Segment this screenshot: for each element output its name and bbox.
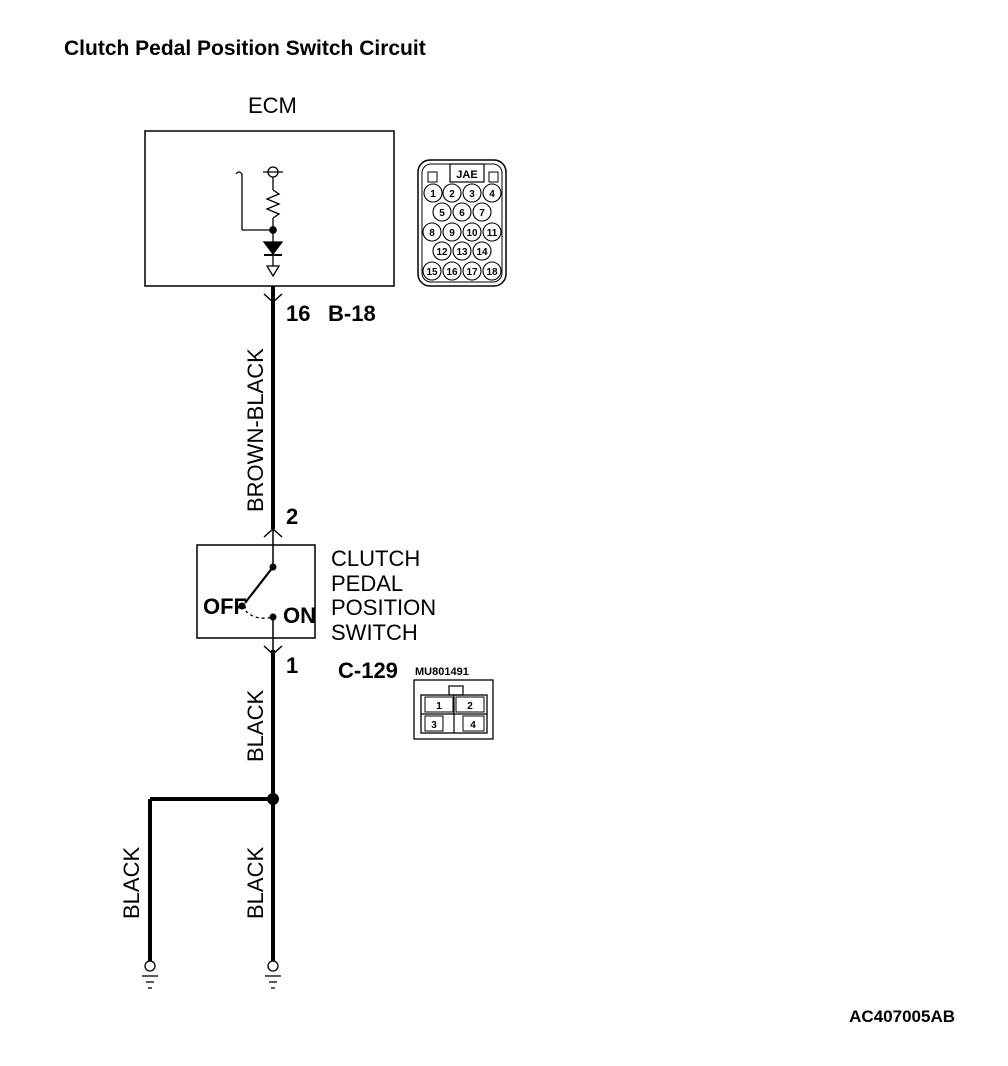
ecm-connector-pin-circle (472, 241, 492, 261)
ecm-connector-pin-number: 11 (487, 228, 498, 239)
wire-label-black-upper: BLACK (243, 690, 268, 762)
ecm-connector-pin-number: 4 (489, 189, 495, 200)
clutch-switch-box (196, 544, 316, 639)
ground-icon-right (265, 960, 281, 989)
ecm-connector-pin-number: 2 (449, 189, 455, 200)
reference-code: AC407005AB (849, 1007, 955, 1026)
ecm-connector-id: B-18 (328, 301, 376, 326)
ground-icon-left (142, 960, 158, 989)
switch-connector-diagram: MU801491 1 2 3 4 (413, 666, 494, 740)
ecm-connector-pin-number: 18 (486, 267, 498, 278)
ecm-connector-pin-number: 1 (430, 189, 436, 200)
ecm-connector-pin-circle (432, 202, 452, 222)
c129-pin-2: 2 (467, 701, 473, 712)
ecm-connector-pin-circle (462, 183, 482, 203)
ecm-connector-pin-number: 5 (439, 208, 445, 219)
wire-label-brown-black: BROWN-BLACK (243, 348, 268, 512)
c129-pin-1: 1 (436, 701, 442, 712)
ecm-connector-pin-circle (422, 261, 442, 281)
ecm-connector-pin-circle (482, 222, 502, 242)
ecm-connector-pin-circle (442, 183, 462, 203)
ecm-connector-pin-number: 12 (436, 247, 448, 258)
ecm-connector-pin-circle (472, 202, 492, 222)
ecm-connector-pin-circle (442, 222, 462, 242)
ecm-connector-pin-number: 9 (449, 228, 455, 239)
ecm-connector-pin-number: 8 (429, 228, 435, 239)
ecm-connector-pin-circle (462, 222, 482, 242)
ecm-connector-pin-circle (452, 202, 472, 222)
ecm-internal-circuit (235, 166, 284, 278)
ecm-connector-pin-circle (432, 241, 452, 261)
ecm-connector-pin-circle (442, 261, 462, 281)
ecm-connector-pin-number: 6 (459, 208, 465, 219)
ecm-box (144, 130, 395, 287)
switch-label-line-3: POSITION (331, 595, 436, 620)
ecm-connector-type: JAE (456, 169, 477, 181)
switch-label-line-2: PEDAL (331, 571, 403, 596)
ecm-label: ECM (248, 93, 297, 118)
ecm-connector-pin-circle (462, 261, 482, 281)
ecm-connector-pin-circle (482, 183, 502, 203)
diagram-title: Clutch Pedal Position Switch Circuit (64, 37, 426, 60)
switch-connector-id: C-129 (338, 658, 398, 683)
ecm-connector-pin-number: 16 (446, 267, 458, 278)
ecm-connector-pin-number: 17 (466, 267, 478, 278)
ecm-connector-pin-number: 15 (426, 267, 438, 278)
ecm-connector-pin-circle (452, 241, 472, 261)
switch-on-label: ON (283, 603, 316, 628)
switch-label-line-1: CLUTCH (331, 546, 420, 571)
ecm-connector-pin-circle (422, 222, 442, 242)
switch-connector-part: MU801491 (415, 666, 469, 678)
ecm-pin-number: 16 (286, 301, 310, 326)
ecm-connector-pin-number: 13 (456, 247, 468, 258)
wire-label-black-right: BLACK (243, 847, 268, 919)
c129-pin-4: 4 (470, 720, 476, 731)
ecm-connector-pin-circle (423, 183, 443, 203)
c129-pin-3: 3 (431, 720, 437, 731)
switch-off-label: OFF (203, 594, 247, 619)
ecm-connector-pin-number: 10 (466, 228, 478, 239)
switch-pin-top: 2 (286, 504, 298, 529)
switch-pin-bottom: 1 (286, 653, 298, 678)
ecm-connector-pin-circle (482, 261, 502, 281)
ecm-connector-pin-number: 3 (469, 189, 475, 200)
ecm-connector-pin-number: 7 (479, 208, 485, 219)
switch-label-line-4: SWITCH (331, 620, 418, 645)
switch-contacts (238, 529, 277, 650)
wire-label-black-left: BLACK (119, 847, 144, 919)
ecm-connector-pin-number: 14 (476, 247, 488, 258)
